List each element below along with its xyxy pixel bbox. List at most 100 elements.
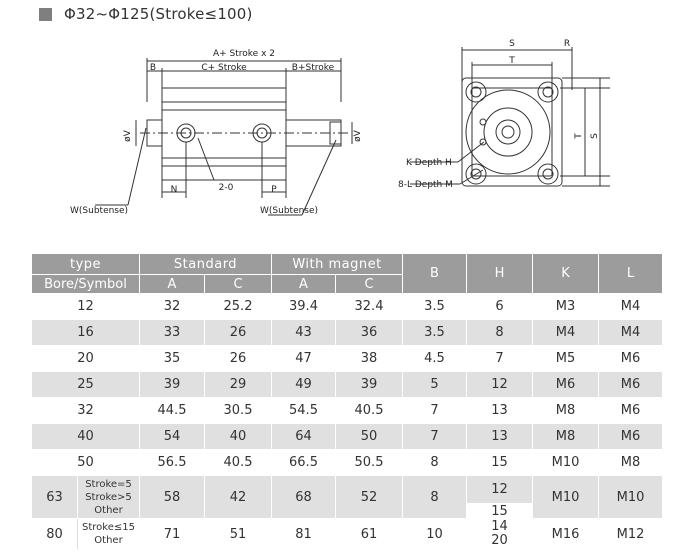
cell-mc: 39 — [335, 371, 403, 398]
h-80-first: 14 — [491, 519, 508, 534]
cell-ma: 49 — [271, 371, 336, 398]
cell-bore-80: 80 Stroke≤15 Other — [31, 518, 140, 550]
cell-k: M8 — [532, 423, 599, 450]
cell-h-63: 12 15 — [466, 475, 533, 519]
cell-a: 56.5 — [139, 449, 205, 476]
h-63-first: 12 — [467, 476, 532, 504]
cell-a: 39 — [139, 371, 205, 398]
cell-ma: 64 — [271, 423, 336, 450]
cell-ma: 39.4 — [271, 293, 336, 320]
cell-a: 32 — [139, 293, 205, 320]
cell-ma-63: 68 — [271, 475, 336, 519]
cell-l: M8 — [598, 449, 663, 476]
header-c-magnet: C — [335, 274, 403, 294]
h-80-second: 20 — [491, 533, 508, 548]
cell-h-80: 14 20 — [466, 518, 533, 550]
label-s-side: S — [590, 133, 600, 139]
cell-l: M4 — [598, 319, 663, 346]
cell-bore: 40 — [31, 423, 140, 450]
cell-b: 7 — [402, 397, 467, 424]
cell-mc: 38 — [335, 345, 403, 372]
bore-80-other: Other — [94, 535, 123, 546]
title-square-icon — [39, 7, 52, 21]
title-text: Φ32~Φ125(Stroke≤100) — [64, 5, 253, 23]
cell-mc-63: 52 — [335, 475, 403, 519]
cell-h: 7 — [466, 345, 533, 372]
bore-80-stroke-le: Stroke≤15 — [82, 522, 135, 533]
cell-ma-80: 81 — [271, 518, 336, 550]
cell-k: M5 — [532, 345, 599, 372]
header-with-magnet: With magnet — [271, 253, 403, 275]
header-type: type — [31, 253, 140, 275]
cell-l: M6 — [598, 371, 663, 398]
cell-a-80: 71 — [139, 518, 205, 550]
table-row-80: 80 Stroke≤15 Other 71 51 81 61 10 14 20 … — [31, 518, 663, 550]
cell-k: M10 — [532, 449, 599, 476]
cell-b-80: 10 — [402, 518, 467, 550]
cell-l: M6 — [598, 397, 663, 424]
header-k: K — [532, 253, 599, 294]
cell-ma: 43 — [271, 319, 336, 346]
cell-k-63: M10 — [532, 475, 599, 519]
header-b: B — [402, 253, 467, 294]
cell-mc: 40.5 — [335, 397, 403, 424]
cell-b: 3.5 — [402, 319, 467, 346]
cell-bore: 25 — [31, 371, 140, 398]
cell-h: 6 — [466, 293, 533, 320]
cell-bore: 16 — [31, 319, 140, 346]
label-n: N — [171, 185, 178, 195]
cell-b: 4.5 — [402, 345, 467, 372]
label-t-top: T — [508, 56, 515, 66]
label-k-depth: K Depth H — [406, 158, 452, 168]
cell-k: M3 — [532, 293, 599, 320]
cell-a-63: 58 — [139, 475, 205, 519]
label-c-stroke: C+ Stroke — [201, 63, 247, 73]
bore-80-value: 80 — [46, 526, 63, 542]
label-w-left: W(Subtense) — [70, 206, 128, 216]
cell-h: 13 — [466, 397, 533, 424]
cell-ma: 54.5 — [271, 397, 336, 424]
cell-h: 13 — [466, 423, 533, 450]
cell-k-80: M16 — [532, 518, 599, 550]
label-p: P — [271, 185, 277, 195]
label-b-stroke: B+Stroke — [292, 63, 335, 73]
cylinder-drawing: A+ Stroke x 2 B C+ Stroke B+Stroke øV øV… — [70, 39, 610, 216]
label-r-top: R — [564, 39, 570, 49]
header-bore-symbol: Bore/Symbol — [31, 274, 140, 294]
cell-bore: 12 — [31, 293, 140, 320]
label-phi-v-left: øV — [123, 129, 133, 142]
cell-b: 8 — [402, 449, 467, 476]
cell-mc: 50 — [335, 423, 403, 450]
header-a-magnet: A — [271, 274, 336, 294]
cell-k: M8 — [532, 397, 599, 424]
spec-table: type Standard With magnet B H K L Bore/S… — [31, 253, 663, 550]
cell-ma: 66.5 — [271, 449, 336, 476]
table-row: 40 54 40 64 50 7 13 M8 M6 — [31, 423, 663, 450]
h-63-second: 15 — [467, 504, 532, 519]
label-2-0: 2-0 — [219, 183, 234, 193]
table-row: 12 32 25.2 39.4 32.4 3.5 6 M3 M4 — [31, 293, 663, 320]
cell-b: 7 — [402, 423, 467, 450]
cell-h: 12 — [466, 371, 533, 398]
cell-l: M4 — [598, 293, 663, 320]
cell-k: M6 — [532, 371, 599, 398]
cell-bore: 20 — [31, 345, 140, 372]
table-row: 25 39 29 49 39 5 12 M6 M6 — [31, 371, 663, 398]
cell-l-63: M10 — [598, 475, 663, 519]
cell-mc: 36 — [335, 319, 403, 346]
cell-a: 33 — [139, 319, 205, 346]
table-row: 16 33 26 43 36 3.5 8 M4 M4 — [31, 319, 663, 346]
cell-c: 26 — [204, 319, 272, 346]
bore-63-value: 63 — [46, 489, 63, 505]
cell-l-80: M12 — [598, 518, 663, 550]
label-t-side: T — [574, 133, 584, 140]
cell-ma: 47 — [271, 345, 336, 372]
header-h: H — [466, 253, 533, 294]
cell-mc-80: 61 — [335, 518, 403, 550]
cell-l: M6 — [598, 345, 663, 372]
label-s-top: S — [509, 39, 515, 49]
cell-c-63: 42 — [204, 475, 272, 519]
table-row-63: 63 Stroke=5 Stroke>5 Other 58 42 68 52 8… — [31, 475, 663, 519]
bore-63-other: Other — [94, 504, 123, 516]
bore-63-stroke-eq: Stroke=5 — [85, 478, 132, 490]
